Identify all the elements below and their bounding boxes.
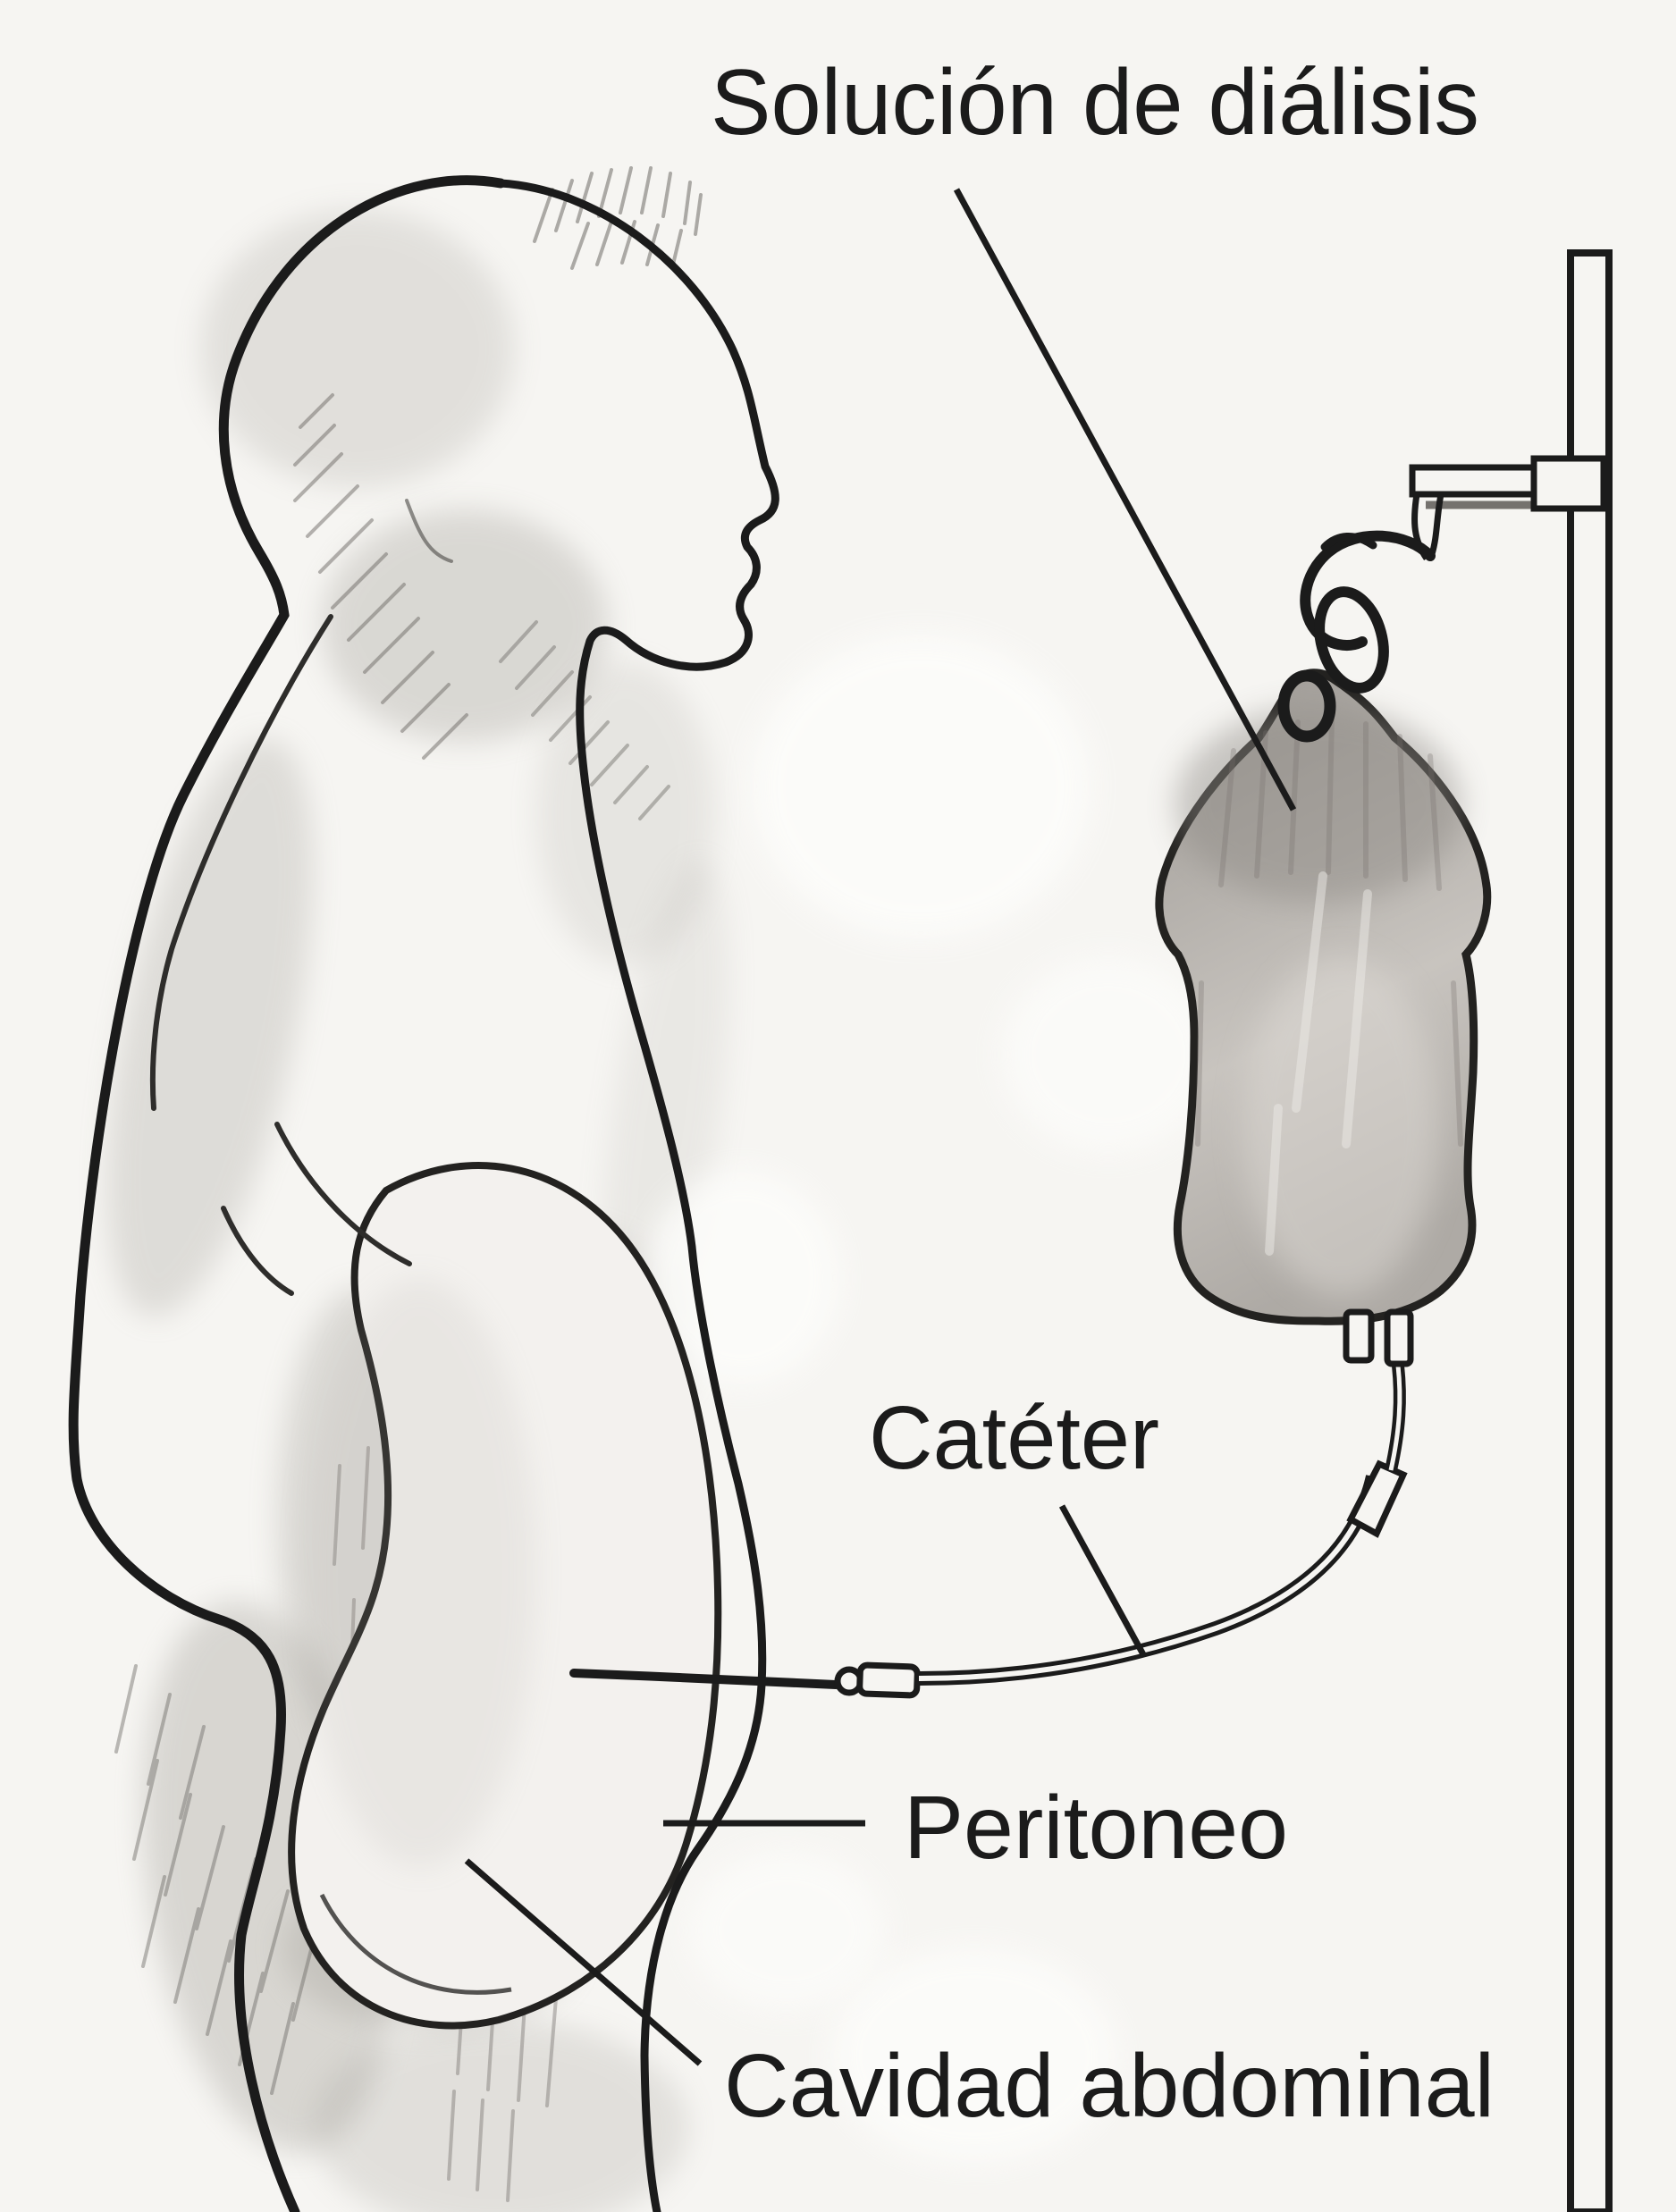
figure-front-outline [496,179,779,2212]
abdominal-cavity-shape [288,1162,722,2030]
hand-line-lower [221,1206,294,1296]
bag-top-shading [1175,706,1461,903]
catheter-connector [856,1661,921,1699]
label-peritoneum: Peritoneo [904,1778,1288,1878]
catheter-assembly [569,1365,1408,1699]
cavity-inner-shading [304,1278,536,1868]
ear-line [405,499,453,563]
leader-catheter [1058,1504,1148,1658]
leader-lines [464,188,1297,2066]
label-abdominal-cavity: Cavidad abdominal [724,2036,1495,2136]
bag-port-tube-inner [1388,1365,1402,1471]
transfer-tube-inner [918,1476,1376,1681]
tube-taper-connector [1346,1459,1408,1538]
paper-highlights [644,635,1216,2163]
head-back-hatch-strokes [293,393,468,760]
arm-behind-back-line [149,614,333,1111]
label-catheter: Catéter [869,1388,1159,1488]
bag-port-right [1384,1308,1414,1367]
bag-light-streaks [1265,871,1372,1256]
bag-hanging-loop [1277,669,1336,743]
hanger-ring [1314,586,1389,694]
hanger-hook [1300,530,1436,651]
bag-highlight [1242,956,1439,1296]
iv-pole [1300,249,1613,2212]
patient-figure [68,175,779,2212]
label-dialysis-solution: Solución de diálisis [711,51,1479,155]
dialysis-solution-bag [1155,669,1492,1367]
hair-hatch-strokes [533,166,703,270]
hook-curl [1320,532,1377,551]
pole-shaft [1567,249,1613,2212]
peritoneum-inner-line [319,1893,512,1995]
pole-bracket-collar [1530,455,1607,512]
leader-dialysis-solution [953,188,1297,812]
catheter-tube [569,1669,840,1689]
leader-abdominal-cavity [464,1858,703,2066]
bag-port-left [1343,1308,1375,1364]
bag-texture-strokes [1195,716,1463,1147]
labels: Solución de diálisis Catéter Peritoneo C… [711,51,1495,2136]
neck-hatch-strokes [499,620,670,820]
figure-back-outline [68,175,506,2212]
hand-line-upper [274,1122,412,1266]
